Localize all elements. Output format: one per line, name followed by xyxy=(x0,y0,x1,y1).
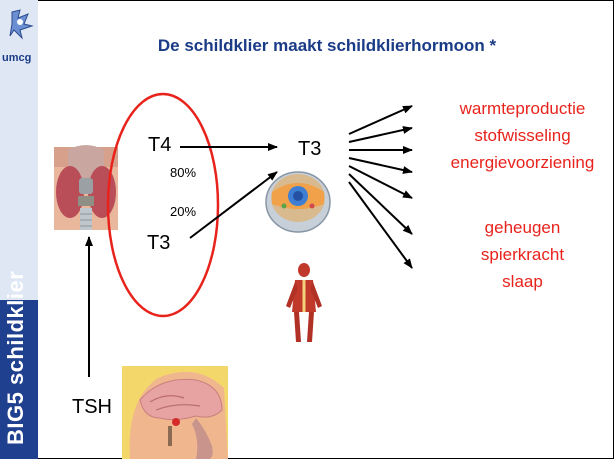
effect-warmteproductie: warmteproductie xyxy=(430,99,614,119)
human-body-image xyxy=(286,263,322,342)
t4-label: T4 xyxy=(148,134,171,157)
pct-80-label: 80% xyxy=(170,165,196,180)
t3-left-label: T3 xyxy=(147,232,170,255)
thyroid-hormone-ellipse xyxy=(108,94,218,316)
pct-20-label: 20% xyxy=(170,204,196,219)
cell-image xyxy=(266,172,330,232)
effect-stofwisseling: stofwisseling xyxy=(430,126,614,146)
t3-center-label: T3 xyxy=(298,138,321,161)
tsh-label: TSH xyxy=(72,396,112,419)
effect-energievoorziening: energievoorziening xyxy=(430,153,614,173)
arrow-t3-to-t3 xyxy=(190,172,277,238)
effect-geheugen: geheugen xyxy=(430,218,614,238)
brain-image xyxy=(122,366,228,459)
effect-slaap: slaap xyxy=(430,272,614,292)
effect-spierkracht: spierkracht xyxy=(430,245,614,265)
